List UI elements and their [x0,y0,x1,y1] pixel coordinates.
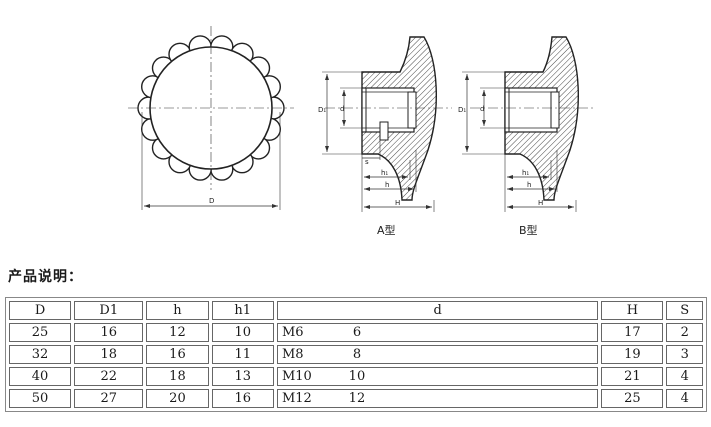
thread-size: M6 [281,325,304,340]
section-view-a: D₁ d s h₁ h H A型 [318,36,452,237]
thread-size: M8 [281,347,304,362]
cell-H: 21 [601,367,664,386]
cell-S: 2 [666,323,703,342]
svg-text:h: h [385,181,389,189]
cell-D: 32 [9,345,72,364]
cell-D: 50 [9,389,72,408]
cell-d: M12 12 [276,389,599,408]
cell-S: 3 [666,345,703,364]
header-D: D [9,301,72,320]
cell-h1: 10 [211,323,274,342]
cell-h: 16 [146,345,209,364]
header-S: S [666,301,703,320]
cell-D1: 18 [74,345,144,364]
spec-table: D D1 h h1 d H S 25 16 12 10 M6 6 17 2 32 … [5,297,707,412]
cell-D1: 27 [74,389,144,408]
cell-d: M6 6 [276,323,599,342]
cell-S: 4 [666,367,703,386]
svg-text:d: d [340,105,344,113]
thread-number: 8 [352,347,362,362]
type-b-label: B型 [519,223,538,237]
thread-number: 10 [348,369,366,384]
svg-text:D₁: D₁ [318,106,326,114]
cell-h: 20 [146,389,209,408]
header-D1: D1 [74,301,144,320]
b-bore [504,87,558,133]
table-header-row: D D1 h h1 d H S [9,301,703,320]
cell-D: 40 [9,367,72,386]
cell-d: M10 10 [276,367,599,386]
header-d: d [276,301,599,320]
table-row: 40 22 18 13 M10 10 21 4 [9,367,703,386]
cell-h1: 11 [211,345,274,364]
table-row: 25 16 12 10 M6 6 17 2 [9,323,703,342]
svg-text:h₁: h₁ [381,169,388,177]
svg-text:H: H [538,199,543,207]
thread-size: M10 [281,369,312,384]
cell-h: 18 [146,367,209,386]
technical-drawing: D D₁ d s [128,26,594,237]
cell-h1: 13 [211,367,274,386]
thread-number: 12 [348,391,366,406]
cell-D: 25 [9,323,72,342]
header-h1: h1 [211,301,274,320]
cell-H: 17 [601,323,664,342]
thread-number: 6 [352,325,362,340]
svg-text:h: h [527,181,531,189]
cell-h: 12 [146,323,209,342]
section-view-b: D₁ d h₁ h H B型 [458,36,594,237]
type-a-label: A型 [377,223,396,237]
svg-text:D₁: D₁ [458,106,466,114]
cell-H: 25 [601,389,664,408]
cell-d: M8 8 [276,345,599,364]
cell-D1: 16 [74,323,144,342]
svg-text:s: s [365,158,369,166]
cell-D1: 22 [74,367,144,386]
svg-text:d: d [480,105,484,113]
section-title: 产品说明： [8,269,83,285]
dim-label-D: D [209,197,214,205]
front-view: D [128,26,294,210]
table-row: 50 27 20 16 M12 12 25 4 [9,389,703,408]
table-row: 32 18 16 11 M8 8 19 3 [9,345,703,364]
a-pin-hole [379,121,389,141]
cell-h1: 16 [211,389,274,408]
cell-S: 4 [666,389,703,408]
thread-size: M12 [281,391,312,406]
cell-H: 19 [601,345,664,364]
svg-text:H: H [395,199,400,207]
header-h: h [146,301,209,320]
svg-text:h₁: h₁ [522,169,529,177]
header-H: H [601,301,664,320]
